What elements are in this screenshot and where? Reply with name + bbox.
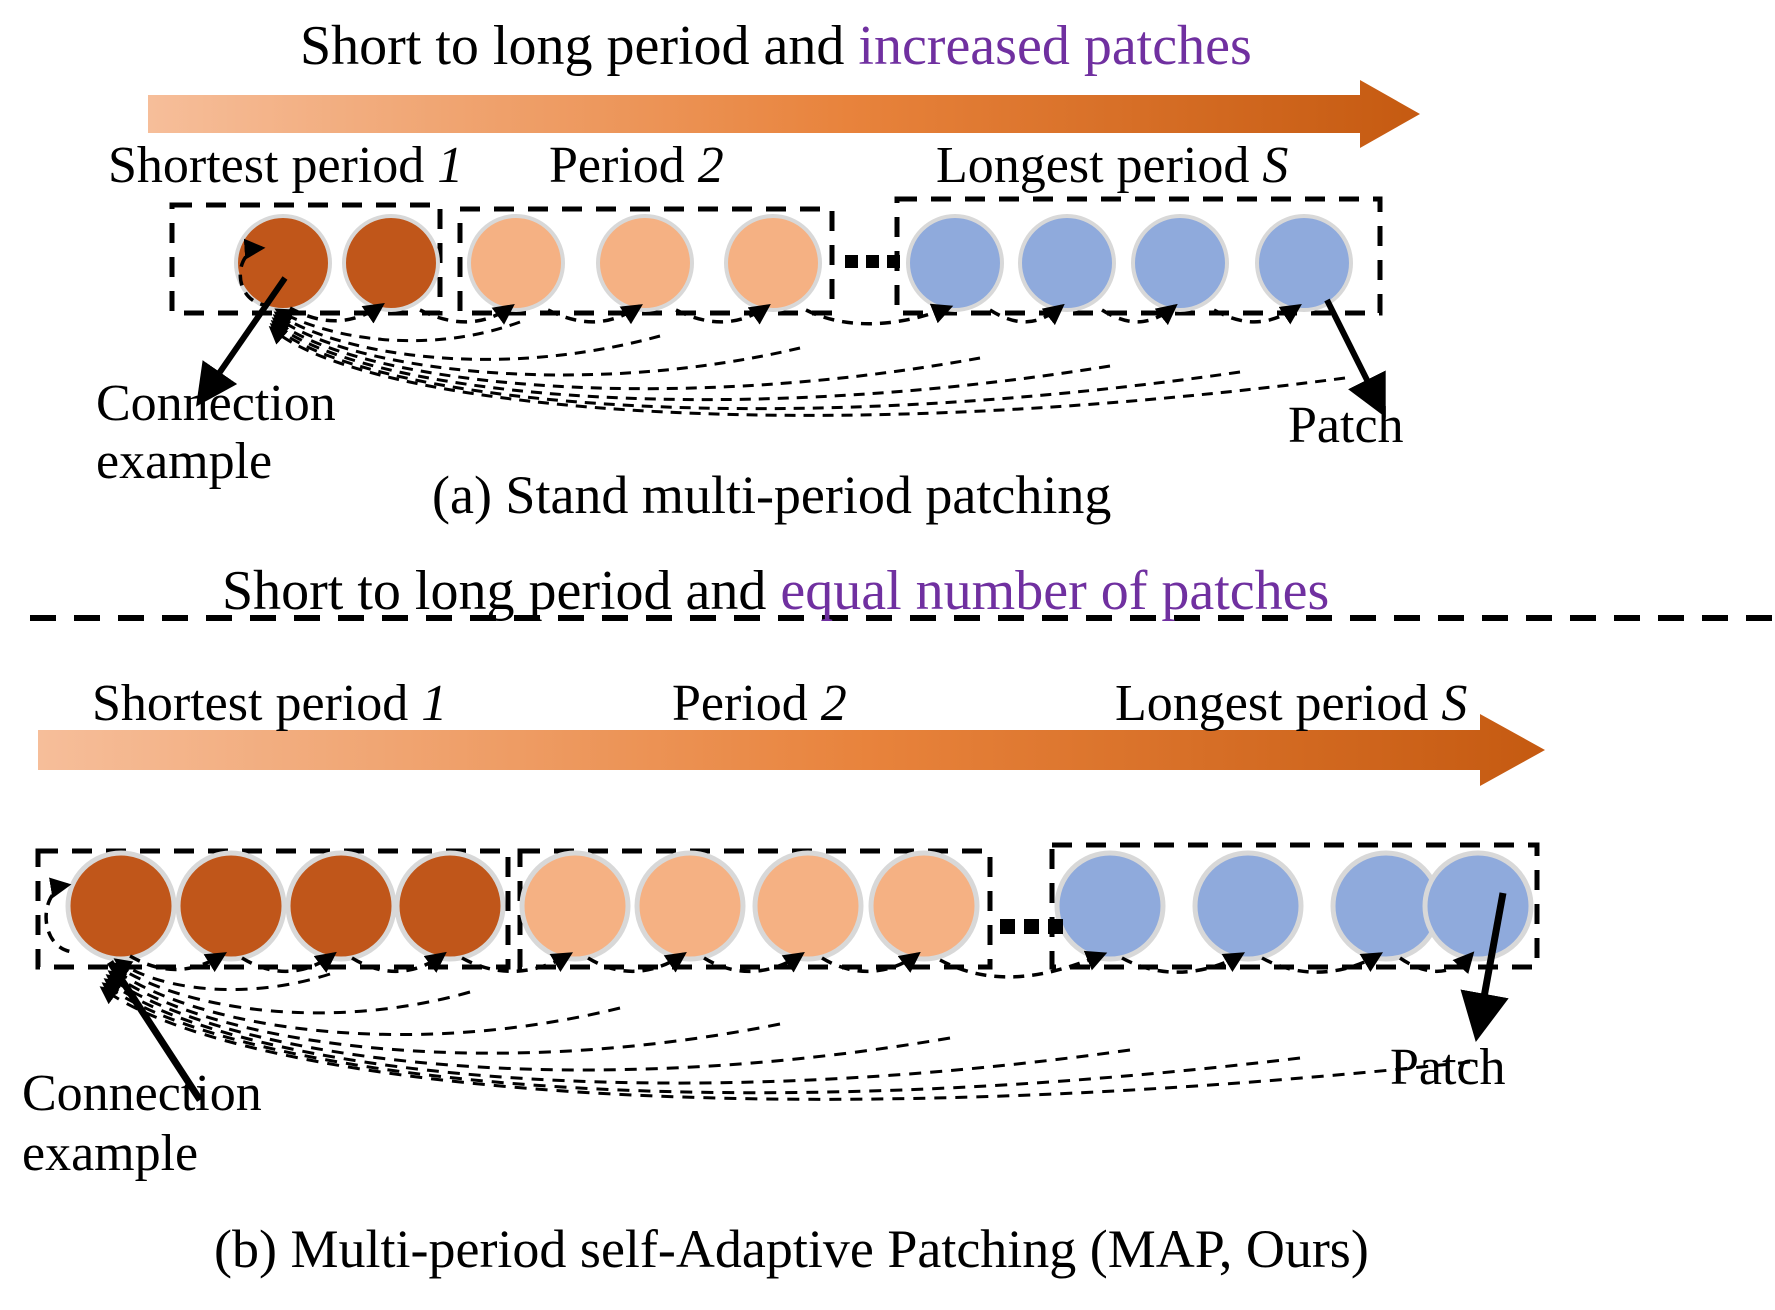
panel-b-group-label-3-text: Longest period <box>1115 675 1442 732</box>
panel-a-header: Short to long period and increased patch… <box>300 18 1252 74</box>
panel-a-group-label-3-text: Longest period <box>936 137 1263 194</box>
panel-b-long-range-links <box>99 958 1471 1101</box>
panel-b-group-label-1: Shortest period 1 <box>92 678 447 730</box>
panel-b-patch-label: Patch <box>1390 1039 1506 1096</box>
panel-b-group-label-1-index: 1 <box>421 675 448 732</box>
panel-a-connection-label-line1: Connection <box>96 375 336 432</box>
panel-a-patch-label: Patch <box>1288 397 1404 454</box>
panel-b-patches <box>65 850 1534 962</box>
panel-a-patch-pointer <box>1324 298 1386 418</box>
panel-a-connection-label-line2: example <box>96 433 273 490</box>
panel-b-group-label-2: Period 2 <box>672 678 847 730</box>
panel-a-header-accent: increased patches <box>858 15 1252 77</box>
panel-a-group-label-2-text: Period <box>549 137 698 194</box>
panel-a-group-box-3 <box>894 196 1383 316</box>
panel-a-long-range-links <box>268 308 1346 417</box>
panel-a-group-label-3-index: S <box>1262 137 1289 194</box>
panel-a-header-plain: Short to long period and <box>300 15 859 77</box>
panel-b-group-label-3: Longest period S <box>1115 678 1467 730</box>
panel-a-group-label-1-index: 1 <box>437 137 464 194</box>
panel-b-group-label-1-text: Shortest period <box>92 675 422 732</box>
panel-b-group-label-3-index: S <box>1441 675 1468 732</box>
panel-b-connection-label-line1: Connection <box>22 1065 262 1122</box>
panel-a-group-label-2: Period 2 <box>549 140 724 192</box>
panel-a-ellipsis <box>845 255 900 268</box>
panel-b-header-plain: Short to long period and <box>222 560 781 622</box>
panel-a-group-label-2-index: 2 <box>697 137 724 194</box>
panel-a-group-label-1-text: Shortest period <box>108 137 438 194</box>
panel-a-group-box-1 <box>169 202 443 316</box>
panel-b-header-accent: equal number of patches <box>780 560 1330 622</box>
panel-b-connection-label-line2: example <box>22 1125 199 1182</box>
panel-a-caption: (a) Stand multi-period patching <box>432 465 1112 525</box>
panel-a-self-loop <box>238 238 266 307</box>
panel-b-self-loop <box>44 877 74 954</box>
panel-b-caption: (b) Multi-period self-Adaptive Patching … <box>214 1219 1369 1279</box>
panel-b-patch-pointer <box>1460 892 1509 1043</box>
panel-b-group-label-2-text: Period <box>672 675 821 732</box>
panel-b-header: Short to long period and equal number of… <box>222 563 1329 619</box>
panel-a-neighbour-links <box>289 303 1302 326</box>
panel-b-group-label-2-index: 2 <box>820 675 847 732</box>
panel-b-group-box-1 <box>35 848 511 970</box>
panel-b-group-box-2 <box>517 848 993 970</box>
panel-a-group-box-2 <box>457 206 835 316</box>
panel-a-patches <box>234 214 1353 312</box>
panel-b-ellipsis <box>1000 919 1063 934</box>
panel-b-neighbour-links <box>129 950 1475 979</box>
panel-a-group-label-1: Shortest period 1 <box>108 140 463 192</box>
panel-b-group-box-3 <box>1049 842 1540 970</box>
panel-a-group-label-3: Longest period S <box>936 140 1288 192</box>
